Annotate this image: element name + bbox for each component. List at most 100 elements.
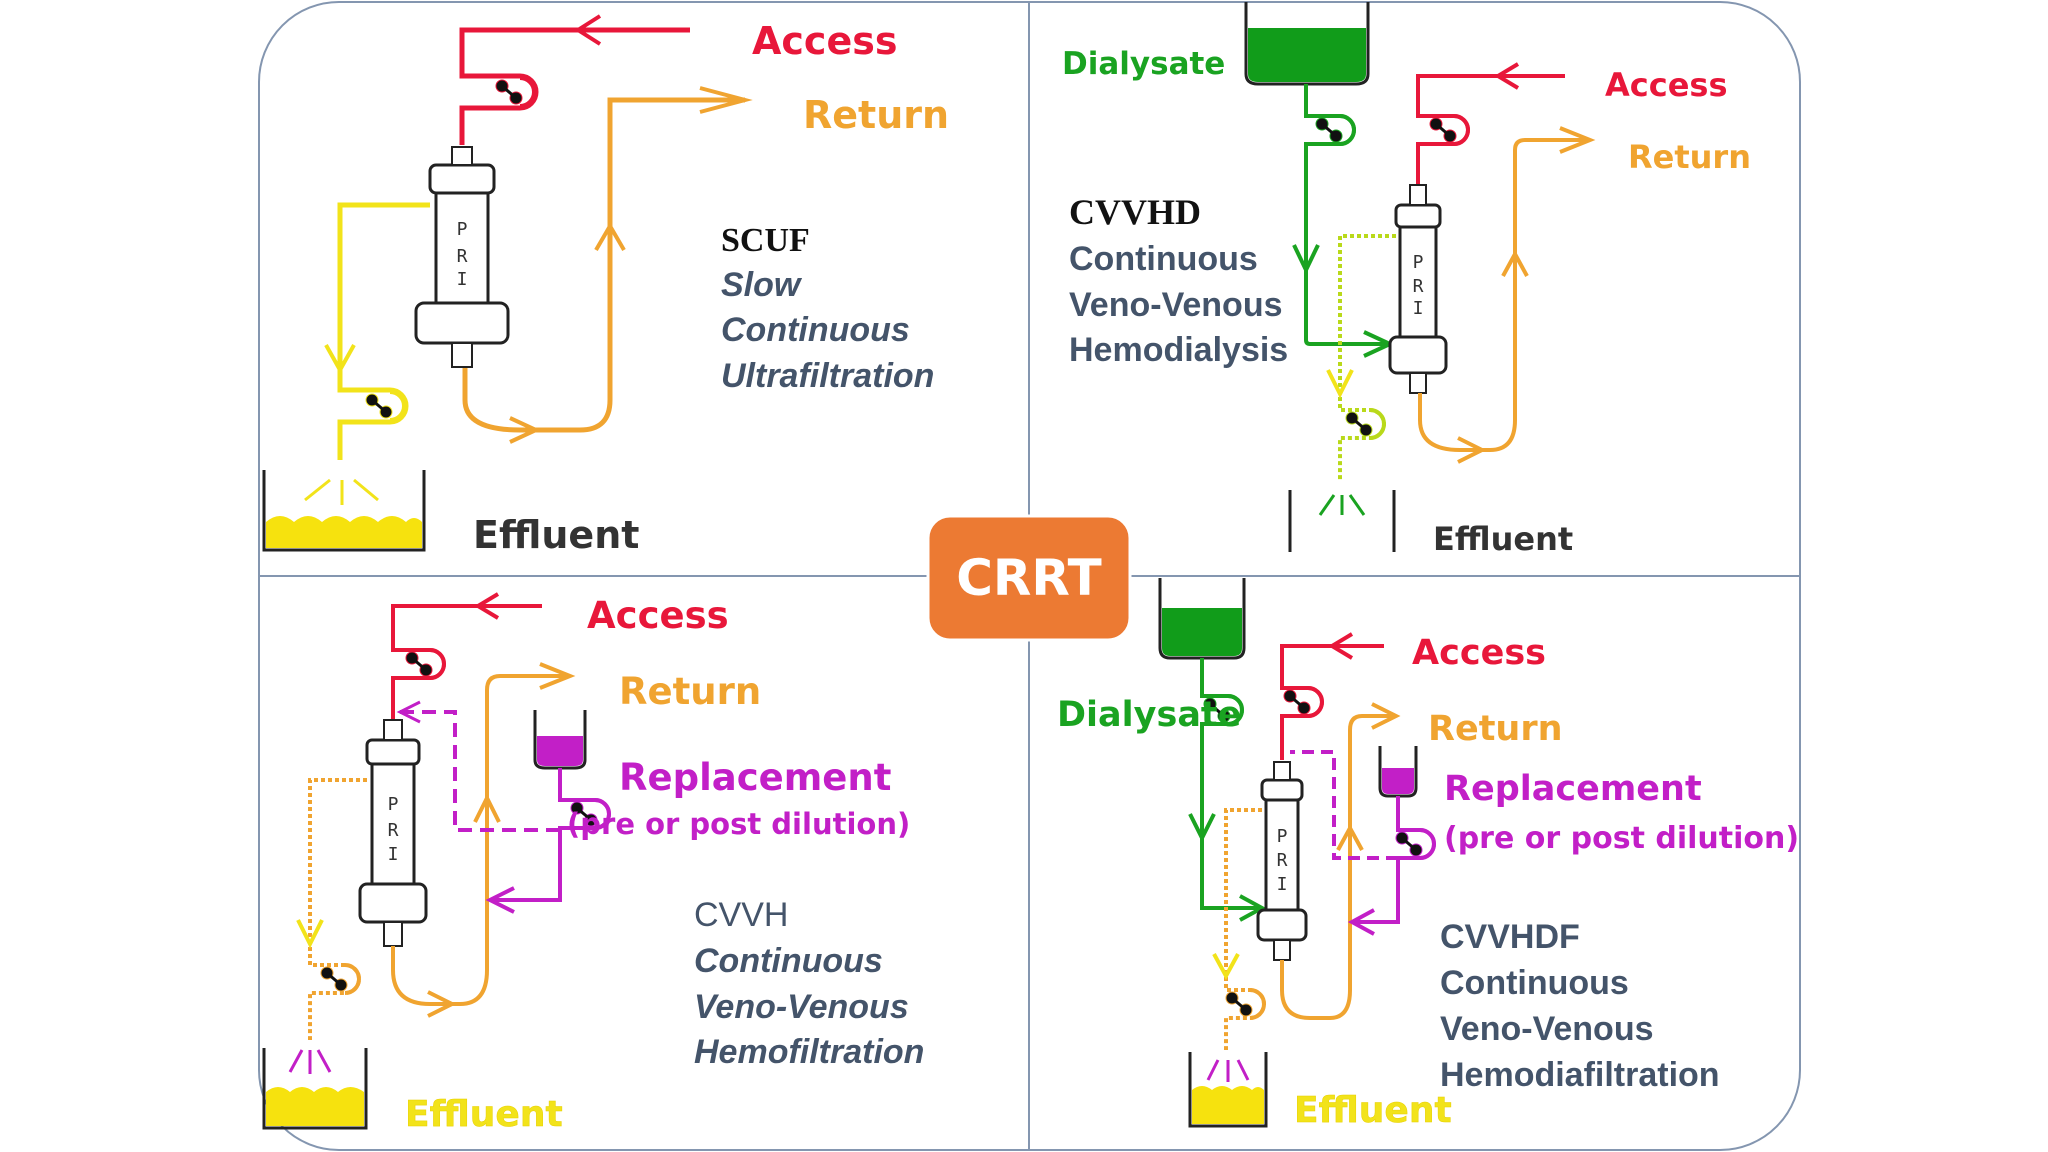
cvvhdf-effluent-pump-icon	[1224, 988, 1266, 1020]
cvvhdf-return-line	[1280, 714, 1396, 1020]
cvvhdf-replacement-label: Replacement	[1444, 769, 1702, 809]
cvvhdf-effluent-arrow	[1212, 953, 1240, 981]
cvvh-prism-p: P	[388, 794, 399, 815]
cvvh-effluent-container	[262, 1048, 368, 1130]
cvvhdf-access-label: Access	[1412, 633, 1546, 673]
cvvhdf-line-2: Veno-Venous	[1440, 1010, 1654, 1048]
cvvhd-abbr: CVVHD	[1069, 192, 1201, 232]
scuf-prism-r: R	[457, 246, 468, 267]
cvvh-access-label: Access	[587, 594, 729, 637]
scuf-line-1: Slow	[721, 266, 803, 304]
cvvh-replacement-note: (pre or post dilution)	[567, 807, 910, 841]
crrt-label: CRRT	[956, 549, 1102, 607]
cvvhd-return-arrow-bottom	[1457, 436, 1487, 464]
cvvh-replacement-arrow	[485, 886, 515, 914]
cvvh-effluent-fluid	[266, 1087, 364, 1126]
cvvh-return-arrow-right	[539, 662, 576, 690]
cvvhd-access-line	[1416, 74, 1565, 185]
cvvhdf-return-arrow-up	[1336, 823, 1364, 851]
cvvhdf-replacement-arrow	[1347, 908, 1375, 936]
cvvh-access-pump-icon	[404, 648, 446, 680]
scuf-effluent-fluid	[266, 516, 422, 548]
cvvh-prism-i: I	[388, 844, 399, 865]
cvvhd-prism-p: P	[1413, 252, 1424, 273]
cvvhd-access-arrow	[1494, 62, 1520, 90]
cvvhd-line-3: Hemodialysis	[1069, 331, 1288, 369]
cvvh-replacement-fluid	[537, 736, 583, 766]
cvvhd-effluent-line	[1338, 234, 1396, 480]
cvvh-effluent-line	[308, 778, 367, 1040]
panel-scuf: P R I Access Return Effluent SCUF Slow C…	[262, 14, 949, 557]
cvvh-line-1: Continuous	[694, 942, 883, 980]
cvvhd-return-arrow-right	[1559, 126, 1596, 154]
scuf-access-pump-icon	[494, 76, 536, 108]
scuf-effluent-pump-icon	[364, 390, 406, 422]
cvvhdf-access-pump-icon	[1282, 686, 1324, 718]
scuf-abbr: SCUF	[721, 222, 810, 259]
scuf-drip-lines	[304, 478, 379, 505]
scuf-access-arrow	[574, 14, 602, 46]
cvvh-replacement-label: Replacement	[619, 756, 891, 799]
cvvh-effluent-arrow	[296, 919, 324, 949]
cvvhdf-dialysate-fluid	[1162, 608, 1242, 656]
crrt-badge: CRRT	[926, 514, 1132, 642]
cvvhdf-dialysate-label: Dialysate	[1057, 695, 1241, 735]
panel-cvvh: P R I Access Return Replacement (pre or …	[262, 592, 924, 1135]
cvvh-return-arrow-bottom	[427, 990, 457, 1018]
cvvhd-drip-lines	[1318, 494, 1366, 516]
cvvhdf-abbr: CVVHDF	[1440, 918, 1580, 956]
cvvh-effluent-label: Effluent	[405, 1094, 563, 1135]
cvvh-return-line	[391, 674, 570, 1006]
cvvhdf-prism-p: P	[1277, 826, 1288, 847]
cvvhd-return-line	[1418, 138, 1590, 452]
cvvhd-effluent-arrow	[1326, 369, 1354, 399]
cvvhdf-line-1: Continuous	[1440, 964, 1629, 1002]
cvvhd-filter: P R I	[1388, 184, 1448, 394]
scuf-return-arrow-right	[699, 86, 753, 114]
cvvhd-prism-i: I	[1413, 298, 1424, 319]
scuf-line-2: Continuous	[721, 311, 910, 349]
cvvhd-dialysate-pump-icon	[1314, 114, 1356, 146]
cvvh-return-label: Return	[619, 670, 761, 713]
cvvh-abbr: CVVH	[694, 896, 788, 934]
cvvhd-dialysate-label: Dialysate	[1062, 46, 1225, 82]
cvvhdf-replacement-fluid	[1382, 768, 1414, 794]
scuf-return-label: Return	[803, 93, 949, 137]
cvvhdf-dialysate-arrow-down	[1188, 813, 1216, 843]
cvvhdf-access-arrow	[1328, 632, 1354, 660]
cvvhd-line-2: Veno-Venous	[1069, 286, 1283, 324]
cvvhdf-effluent-label: Effluent	[1294, 1090, 1452, 1131]
cvvhd-prism-r: R	[1413, 276, 1424, 297]
panel-cvvhdf: P R I Dialysate Access Return Replacemen…	[1057, 578, 1799, 1131]
cvvh-predilution-line	[400, 710, 560, 832]
scuf-effluent-container	[262, 470, 426, 552]
scuf-access-label: Access	[752, 19, 897, 63]
cvvh-return-arrow-up	[473, 793, 501, 823]
cvvhdf-replacement-note: (pre or post dilution)	[1444, 821, 1799, 856]
cvvh-access-arrow	[474, 592, 500, 620]
cvvh-prism-r: R	[388, 820, 399, 841]
cvvh-effluent-pump-icon	[319, 963, 361, 995]
cvvhd-dialysate-fluid	[1248, 28, 1366, 82]
cvvh-predilution-arrow	[396, 700, 421, 724]
scuf-effluent-arrow	[324, 344, 356, 375]
scuf-line-3: Ultrafiltration	[721, 357, 934, 395]
scuf-prism-p: P	[457, 219, 468, 240]
cvvh-line-2: Veno-Venous	[694, 988, 909, 1026]
scuf-prism-i: I	[457, 269, 468, 290]
cvvhdf-effluent-fluid	[1192, 1086, 1264, 1124]
cvvhd-line-1: Continuous	[1069, 240, 1258, 278]
cvvhd-access-pump-icon	[1428, 114, 1470, 146]
cvvhdf-prism-i: I	[1277, 874, 1288, 895]
cvvhd-effluent-label: Effluent	[1433, 520, 1573, 558]
cvvh-line-3: Hemofiltration	[694, 1033, 924, 1071]
scuf-effluent-label: Effluent	[473, 513, 639, 557]
scuf-return-arrow-bottom	[509, 416, 541, 444]
cvvhdf-predilution-line	[1290, 750, 1398, 860]
cvvhdf-effluent-container	[1188, 1052, 1268, 1128]
cvvhdf-return-label: Return	[1428, 709, 1563, 749]
cvvhdf-return-arrow-right	[1371, 702, 1401, 730]
cvvhd-return-arrow-up	[1501, 249, 1529, 277]
cvvh-filter: P R I	[358, 719, 428, 947]
